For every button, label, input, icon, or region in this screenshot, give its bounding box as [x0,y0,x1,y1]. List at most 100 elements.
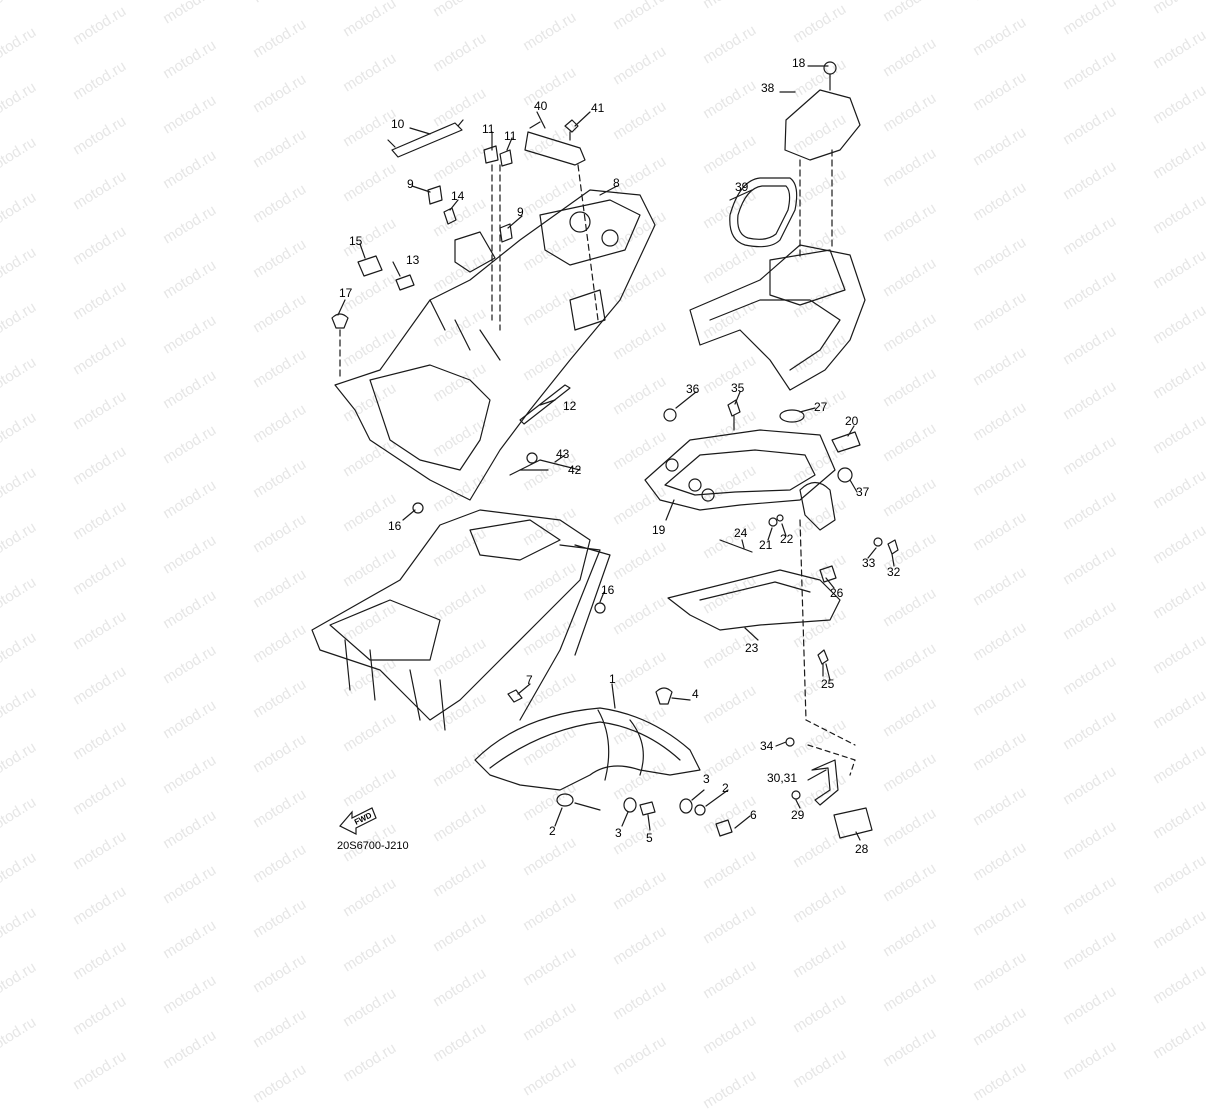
callout-26: 26 [830,586,844,600]
part-34-nut [785,737,795,747]
watermark-text: motod.ru [1150,1016,1210,1063]
callout-18: 18 [792,56,806,70]
callout-1: 1 [609,672,616,686]
callout-39: 39 [735,180,749,194]
watermark-text: motod.ru [430,1019,490,1065]
part-23-bracket [667,569,841,631]
part-21-nut [768,517,778,527]
callout-11-left: 11 [482,122,495,136]
part-15-pad [357,255,383,277]
callout-2-left: 2 [549,824,556,838]
part-19-cowl [644,429,836,511]
part-7-nut [507,689,523,703]
part-26 [819,565,837,583]
callout-17: 17 [339,286,353,300]
part-20-pad [831,431,861,453]
callout-37: 37 [856,485,870,499]
callout-34: 34 [760,739,774,753]
part-17-rivet [331,313,349,329]
watermark-text: motod.ru [790,935,850,982]
part-2-grommet-a [556,793,574,807]
watermark-text: motod.ru [430,909,490,955]
callout-29: 29 [791,808,805,822]
watermark-text: motod.ru [610,1032,670,1079]
watermark-text: motod.ru [1060,1037,1120,1084]
watermark-text: motod.ru [790,1045,850,1092]
tail-frame [689,244,866,391]
callout-2-right: 2 [722,781,729,795]
part-35-bolt [727,399,741,431]
watermark-text: motod.ru [250,1005,310,1052]
callout-3-right: 3 [703,772,710,786]
watermark-text: motod.ru [340,1040,400,1086]
watermark-text: motod.ru [610,977,670,1024]
callout-9-left: 9 [407,177,414,191]
part-9-clip-a [427,185,443,205]
watermark-text: motod.ru [610,922,670,969]
watermark-text: motod.ru [970,1003,1030,1050]
part-3-collar-b [679,798,693,814]
watermark-text: motod.ru [430,964,490,1010]
callout-15: 15 [349,234,363,248]
callout-7: 7 [526,673,533,687]
watermark-text: motod.ru [250,1060,310,1107]
callout-35: 35 [731,381,745,395]
watermark-text: motod.ru [880,1024,940,1071]
callout-33: 33 [862,556,876,570]
watermark-text: motod.ru [520,998,580,1045]
part-13-pad [395,274,415,291]
part-40-bracket [524,121,586,166]
part-27-cap [779,409,805,423]
callout-28: 28 [855,842,869,856]
fwd-arrow: FWD [339,807,377,835]
part-8-rear-fender [334,189,656,501]
callout-36: 36 [686,382,700,396]
part-32-screw [887,539,899,555]
callout-16-right: 16 [601,583,615,597]
part-6-bolt [715,819,733,837]
callout-41: 41 [591,101,605,115]
callout-13: 13 [406,253,420,267]
watermark-text: motod.ru [1060,927,1120,974]
callout-16-left: 16 [388,519,402,533]
watermark-text: motod.ru [160,916,220,963]
callout-6: 6 [750,808,757,822]
callout-3-left: 3 [615,826,622,840]
watermark-text: motod.ru [1150,906,1210,953]
part-33-washer [873,537,883,547]
callout-30-31: 30,31 [767,771,797,785]
part-5-screw [639,801,656,816]
callout-32: 32 [887,565,901,579]
watermark-text: motod.ru [250,950,310,997]
callout-11-right: 11 [504,129,517,143]
callout-20: 20 [845,414,859,428]
callout-22: 22 [780,532,794,546]
part-16-bolt-b [594,602,606,614]
callout-19: 19 [652,523,666,537]
part-22-washer [776,514,784,522]
part-28-plate [833,807,873,839]
watermark-text: motod.ru [700,1011,760,1058]
part-25-bolt [817,649,829,677]
watermark-text: motod.ru [160,1026,220,1073]
callout-14: 14 [451,189,465,203]
part-11-clip-a [483,145,499,164]
watermark-text: motod.ru [700,956,760,1003]
part-4-clip [655,687,673,705]
watermark-text: motod.ru [700,1066,760,1112]
callout-9-right: 9 [517,205,524,219]
part-3-collar-a [623,797,637,813]
callout-38: 38 [761,81,775,95]
part-10-strap [387,119,464,158]
watermark-text: motod.ru [970,1058,1030,1105]
callout-40: 40 [534,99,548,113]
callout-10: 10 [391,117,405,131]
rear-frame [311,509,591,721]
watermark-text: motod.ru [70,937,130,984]
watermark-text: motod.ru [520,1053,580,1100]
part-36-grommet [663,408,677,422]
part-30-31-bracket [811,759,839,806]
callout-5: 5 [646,831,653,845]
parts-diagram: FWD 1 2 2 3 3 4 5 6 7 8 9 9 10 11 11 12 … [311,56,901,856]
part-29-bolt [791,790,801,800]
